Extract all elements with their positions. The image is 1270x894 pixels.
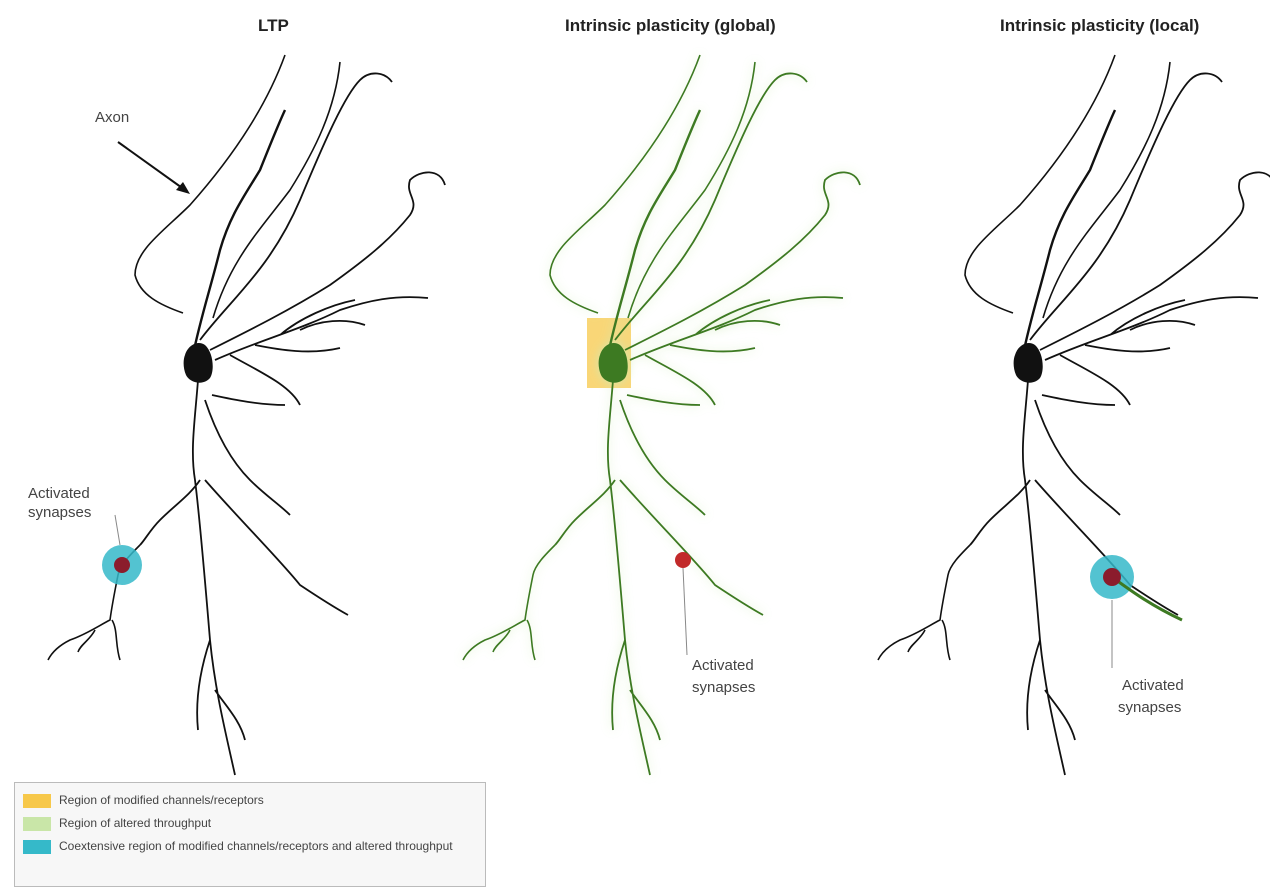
legend-swatch-blue bbox=[23, 840, 51, 854]
synapse-label-local-2: synapses bbox=[1118, 699, 1181, 716]
synapse-local bbox=[1103, 568, 1121, 586]
legend-swatch-yellow bbox=[23, 794, 51, 808]
synapse-pointer-ltp bbox=[115, 515, 120, 545]
legend-text-3: Coextensive region of modified channels/… bbox=[59, 839, 453, 853]
axon-arrow bbox=[118, 142, 185, 190]
neuron-ltp bbox=[48, 55, 445, 775]
synapse-label-local-1: Activated bbox=[1122, 677, 1184, 694]
neuron-global bbox=[463, 55, 860, 775]
altered-throughput-branch-local bbox=[1112, 577, 1182, 620]
synapse-ltp bbox=[114, 557, 130, 573]
synapse-pointer-global bbox=[683, 568, 687, 655]
legend-swatch-green bbox=[23, 817, 51, 831]
legend-text-1: Region of modified channels/receptors bbox=[59, 793, 264, 807]
axon-arrowhead bbox=[176, 182, 190, 194]
legend-item-modified-channels: Region of modified channels/receptors bbox=[23, 793, 477, 808]
synapse-label-ltp-2: synapses bbox=[28, 504, 91, 521]
legend-item-coextensive: Coextensive region of modified channels/… bbox=[23, 839, 477, 854]
synapse-label-global-1: Activated bbox=[692, 657, 754, 674]
legend: Region of modified channels/receptors Re… bbox=[14, 782, 486, 887]
neuron-local bbox=[878, 55, 1270, 775]
synapse-label-global-2: synapses bbox=[692, 679, 755, 696]
synapse-global bbox=[675, 552, 691, 568]
synapse-label-ltp-1: Activated bbox=[28, 485, 90, 502]
axon-label: Axon bbox=[95, 109, 129, 126]
legend-item-altered-throughput: Region of altered throughput bbox=[23, 816, 477, 831]
legend-text-2: Region of altered throughput bbox=[59, 816, 211, 830]
